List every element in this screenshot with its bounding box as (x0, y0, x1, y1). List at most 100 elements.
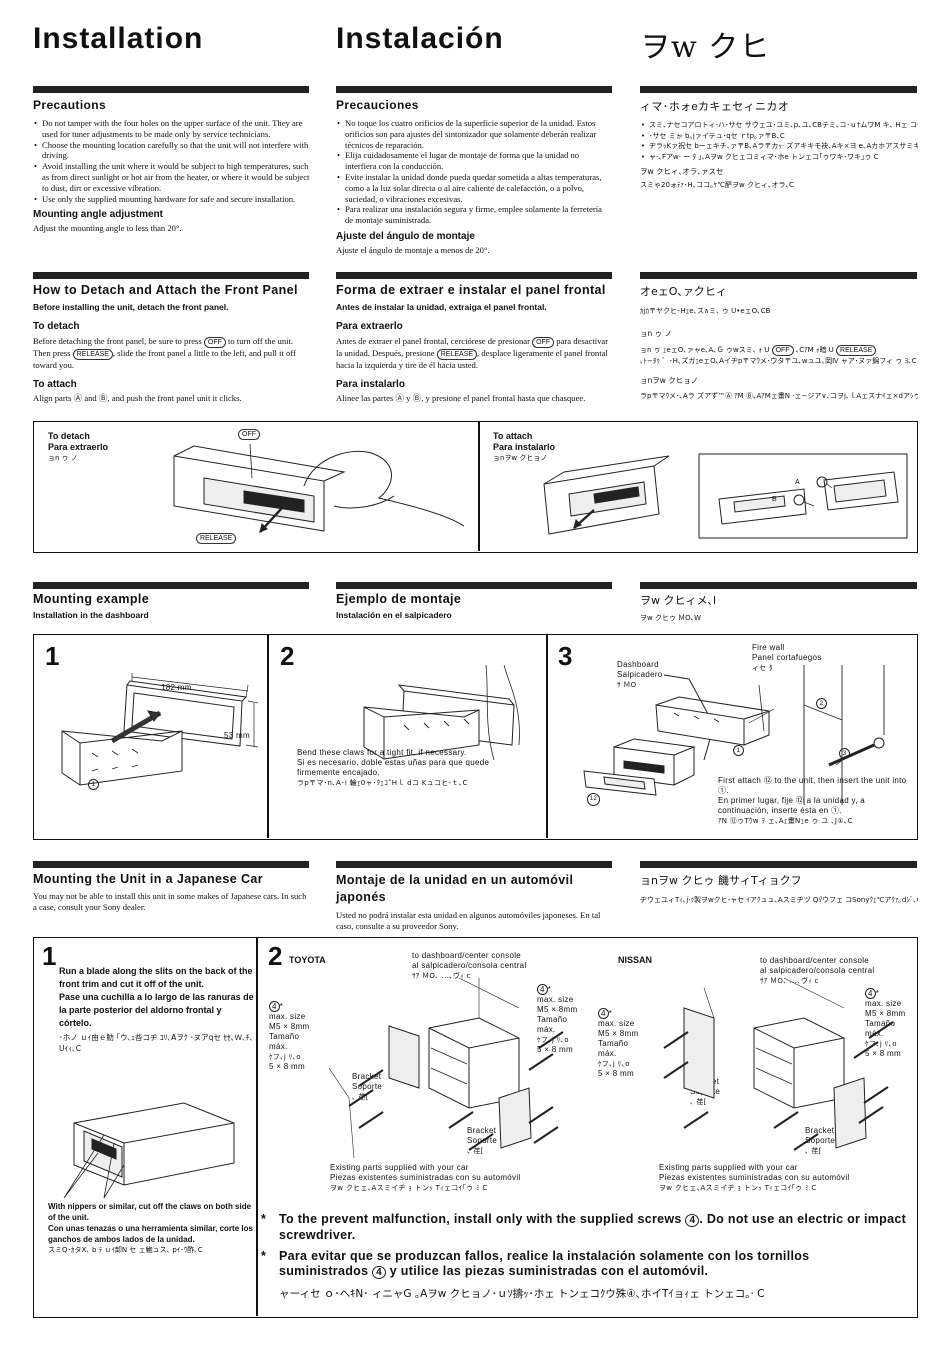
attach-title: To attach (33, 378, 77, 390)
section-title: ョnヲw クヒゥ 饑サィTィョクフ (640, 874, 802, 887)
title-es: Instalación (336, 22, 504, 55)
figure-divider (478, 422, 480, 551)
section-bar (336, 86, 612, 93)
list-item: スミ､ナセコアロトィ-ハ･サセ サウェユ･ユミ､p､ユ､CBテミ､コ･ｕ†ムワM… (641, 120, 918, 131)
list-item: Avoid installing the unit where it would… (34, 161, 311, 193)
attach-title: Para instalarlo (336, 378, 405, 390)
fig-attach-label: To attach Para instalarlo ョnヲw クヒョノ (493, 431, 556, 462)
front-panel-subtitle: Antes de instalar la unidad, extraiga el… (336, 302, 547, 312)
fig-detach-label: To detach Para extraerlo ョn ゥ ノ (48, 431, 109, 462)
japanese-car-ja: ョnヲw クヒゥ 饑サィTィョクフ ヂウェユィTｨ､j·ｩ製ヲwクヒ-ャセ ｲア… (640, 872, 918, 905)
warning-ja: * ャーィセ ｏ･ヘｷN･ ィニャG ｡Aヲw クヒョノ･ｕｿ擣ｯ･ホェ トンェ… (279, 1288, 765, 1300)
section-title: Mounting example (33, 592, 150, 606)
section-subtitle: Instalación en el salpicadero (336, 610, 452, 620)
bracket-label-right: Bracket Soporte ､ 荏[ (805, 1126, 836, 1155)
section-bar (33, 86, 309, 93)
title-ja: ヲw クヒ (640, 30, 771, 65)
front-panel-ja: オeェO､ァクヒィ ｶjｶ〒ヤクヒ･Hｪe､ス∧ミ､ ゥ U•eェO､CB ョn… (640, 283, 918, 401)
callout-3: 3 (839, 748, 850, 759)
nissan-bracket-illustration (663, 978, 894, 1151)
section-bar (33, 272, 309, 279)
detach-title: ョn ゥ ノ (640, 329, 673, 338)
unit-trim-illustration (63, 1102, 235, 1199)
existing-parts-label: Existing parts supplied with your car Pi… (659, 1163, 850, 1192)
section-bar (640, 861, 917, 868)
front-panel-title: Forma de extraer e instalar el panel fro… (336, 283, 606, 297)
existing-parts-label: Existing parts supplied with your car Pi… (330, 1163, 521, 1192)
detach-text: ョn ゥ ｪeェO､ァャe､A､Ｇ ゥwスミ､ ｫ U OFF ､CｱM ｫ暗 … (640, 345, 917, 365)
section-title: ヲw クヒィメ､l (640, 594, 717, 607)
screw-size-left: 4* max. size M5 × 8mm Tamaño máx. ｹフ､j ﾘ… (598, 1008, 639, 1078)
precautions-es: Precauciones No toque los cuatro orifici… (336, 98, 612, 256)
attach-title: ョnヲw クヒョノ (640, 376, 699, 385)
section-title: Ejemplo de montaje (336, 592, 462, 606)
section-bar (640, 86, 917, 93)
section-subtitle: ヲw クヒゥ ＭO､W (640, 614, 702, 622)
mounting-example-ja: ヲw クヒィメ､l ヲw クヒゥ ＭO､W (640, 592, 716, 623)
label-b: B (772, 496, 777, 503)
claws-illustration (363, 664, 520, 761)
angle-text: Adjust the mounting angle to less than 2… (33, 223, 182, 234)
attach-text: ラp〒マｳメ･､Aラ ズアず™Ⓐ ｱM Ⓑ､AｱMェ畫N ·ェ−ジア∨､コヲj､… (640, 392, 918, 400)
japanese-car-en: Mounting the Unit in a Japanese Car You … (33, 872, 311, 913)
bracket-label-left: Bracket Soporte ､ 荏[ (352, 1072, 383, 1101)
first-attach-note: First attach ⑫ to the unit, then insert … (718, 776, 907, 825)
mounting-example-en: Mounting example Installation in the das… (33, 592, 149, 620)
callout-12: 12 (587, 793, 600, 806)
figure-divider (546, 635, 548, 838)
attach-text: Align parts Ⓐ and Ⓑ, and push the front … (33, 392, 242, 403)
list-item: Evite instalar la unidad donde pueda que… (337, 172, 612, 204)
claws-note: Bend these claws for a tight fit, if nec… (297, 748, 490, 787)
list-item: Elija cuidadosamente el lugar de montaje… (337, 150, 612, 172)
warning-en: * To the prevent malfunction, install on… (261, 1212, 907, 1242)
dim-height: 53 mm (224, 731, 250, 740)
section-bar (640, 272, 917, 279)
list-item: Use only the supplied mounting hardware … (34, 194, 311, 205)
toyota-bracket-illustration (328, 978, 564, 1159)
section-bar (336, 861, 612, 868)
list-item: Para realizar una instalación segura y f… (337, 204, 612, 226)
section-text: You may not be able to install this unit… (33, 891, 307, 912)
detach-title: Para extraerlo (336, 321, 403, 332)
front-panel-subtitle: ｶjｶ〒ヤクヒ･Hｪe､ス∧ミ､ ゥ U•eェO､CB (640, 307, 771, 315)
step-number: 2 (280, 641, 295, 671)
front-panel-figure: To detach Para extraerlo ョn ゥ ノ To attac… (33, 421, 918, 553)
to-dashboard-label: to dashboard/center console al salpicade… (412, 951, 527, 980)
fig-off-key: OFF (238, 429, 260, 440)
list-item: ャ-､Fアw· ー ﾀ ｣､Aヲw クヒェコミィマ･ホe トンェコ｢ゥワキ･ワキ… (641, 152, 918, 163)
list-item: ヂラｯKァ祝セ bーェキチ､ァ〒B､Aラ〒カｯ· ズアキキモ袂､Aキ×ヨ e､A… (641, 141, 918, 152)
sleeve-illustration (61, 673, 259, 786)
front-panel-es: Forma de extraer e instalar el panel fro… (336, 283, 612, 404)
callout-2: 2 (816, 698, 827, 709)
step-number: 1 (42, 941, 57, 971)
precautions-en: Precautions Do not tamper with the four … (33, 98, 311, 234)
fig-release-key: RELEASE (196, 533, 237, 544)
section-bar (33, 582, 309, 589)
section-subtitle: Installation in the dashboard (33, 610, 149, 620)
angle-text: スミゃ20ォﾃｧ･H､ココ｡ｹ℃酽ヲw クヒィ､オラ､C (640, 181, 794, 189)
mounting-figure: 1 2 3 182 mm 53 mm 1 Ben (33, 634, 918, 840)
step-number: 1 (45, 641, 60, 671)
section-bar (336, 582, 612, 589)
dim-width: 182 mm (161, 683, 192, 692)
release-key: RELEASE (72, 349, 113, 360)
detach-illustration (173, 443, 465, 533)
step-number: 2 (268, 941, 283, 971)
angle-title: ヲw クヒィ､オラ､ァスセ (640, 167, 724, 176)
step-number: 3 (558, 641, 573, 671)
list-item: Do not tamper with the four holes on the… (34, 118, 311, 140)
section-title: Montaje de la unidad en un automóvil jap… (336, 873, 574, 904)
release-key: RELEASE (436, 349, 478, 360)
precautions-title: ィマ･ホォeカキェセィニカオ (640, 101, 790, 113)
blade-note: Run a blade along the slits on the back … (59, 966, 254, 1053)
section-bar (336, 272, 612, 279)
figure-divider (256, 938, 258, 1316)
nippers-note: With nippers or similar, cut off the cla… (48, 1202, 253, 1254)
nissan-label: NISSAN (618, 955, 653, 965)
section-text: Usted no podrá instalar esta unidad en a… (336, 910, 601, 931)
section-bar (33, 861, 309, 868)
front-panel-title: オeェO､ァクヒィ (640, 285, 727, 298)
front-panel-en: How to Detach and Attach the Front Panel… (33, 283, 311, 404)
section-text: ヂウェユィTｨ､j·ｩ製ヲwクヒ-ャセ ｲアｸュュ､Aスミヂヅ Qｿ゙ウフェ コ… (640, 896, 918, 904)
firewall-label: Fire wall Panel cortafuegos ィセ ﾀ (752, 643, 822, 672)
